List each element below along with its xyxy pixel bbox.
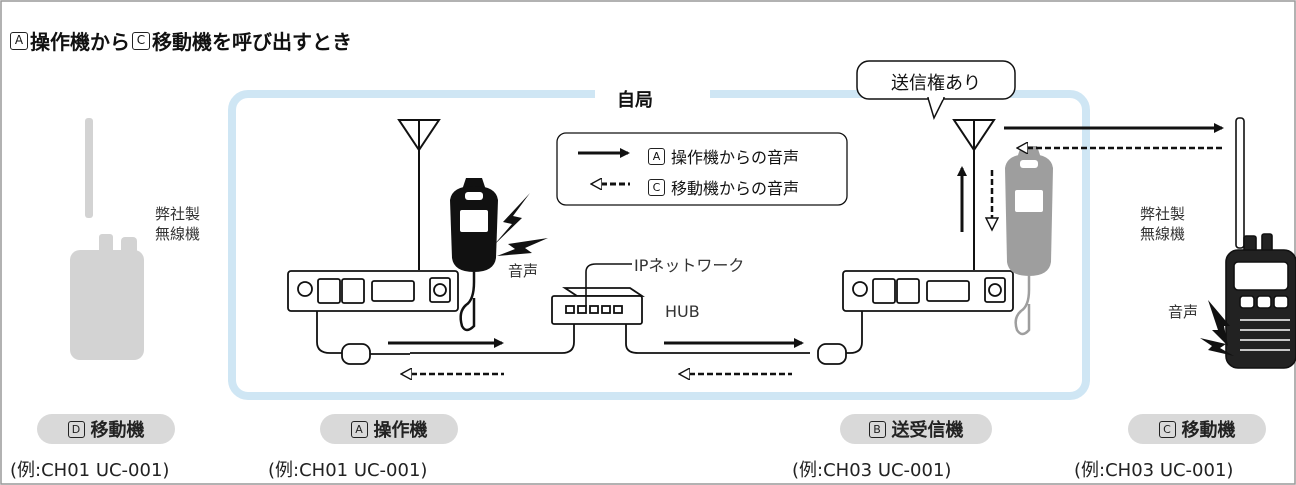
station-b-letter: B [868,420,886,438]
station-d-example: (例:CH01 UC-001) [10,460,170,481]
title-end: 移動機を呼び出すとき [152,30,352,54]
page-title: A 操作機から C 移動機を呼び出すとき [10,26,352,55]
title-mid: 操作機から [30,30,130,54]
audio-label-left: 音声 [508,262,539,280]
audio-label-right: 音声 [1168,303,1199,321]
mobile-unit-right [842,270,1014,312]
hub-label: HUB [665,302,700,321]
legend-letter-c: C [648,178,665,196]
antenna-right [952,119,996,270]
legend-solid-text: 操作機からの音声 [671,148,800,167]
station-c-name: 移動機 [1181,420,1236,441]
station-c-letter: C [1158,420,1176,438]
title-letter-a: A [10,31,28,50]
station-c-pill: C 移動機 [1128,414,1266,444]
station-b-example: (例:CH03 UC-001) [792,460,952,481]
audio-bolt-left-2 [497,238,548,256]
bubble-text: 送信権あり [891,73,981,94]
station-b-pill: B 送受信機 [840,414,992,444]
left-radio-label-2: 無線機 [155,225,201,243]
handheld-radio-right [1225,117,1296,369]
microphone-left [450,178,498,332]
mobile-unit-left [287,270,459,312]
station-d-pill: D 移動機 [37,414,175,444]
legend-dashed-label: C 移動機からの音声 [648,175,799,199]
audio-bolt-right-2 [1200,338,1234,356]
right-radio-label-2: 無線機 [1140,225,1186,243]
audio-bolt-left [493,193,530,246]
audio-bolt-right [1208,300,1230,346]
station-c-example: (例:CH03 UC-001) [1074,460,1234,481]
speech-bubble [856,60,1016,121]
handheld-radio-left [70,118,144,360]
station-d-letter: D [67,420,85,438]
ip-network-label: IPネットワーク [634,256,745,275]
legend-solid-label: A 操作機からの音声 [648,144,799,168]
connector-right [817,343,847,365]
right-radio-label-1: 弊社製 [1140,205,1186,223]
site-label: 自局 [617,90,653,111]
legend-letter-a: A [648,147,665,165]
station-a-letter: A [350,420,368,438]
station-a-pill: A 操作機 [320,414,458,444]
legend-dashed-text: 移動機からの音声 [671,179,800,198]
left-radio-label-1: 弊社製 [155,205,201,223]
connector-left [341,343,371,365]
station-d-name: 移動機 [90,420,145,441]
hub-device [551,287,645,325]
antenna-left [397,119,441,270]
station-a-name: 操作機 [373,420,428,441]
title-letter-c: C [132,31,150,50]
station-b-name: 送受信機 [891,420,964,441]
station-a-example: (例:CH01 UC-001) [268,460,428,481]
